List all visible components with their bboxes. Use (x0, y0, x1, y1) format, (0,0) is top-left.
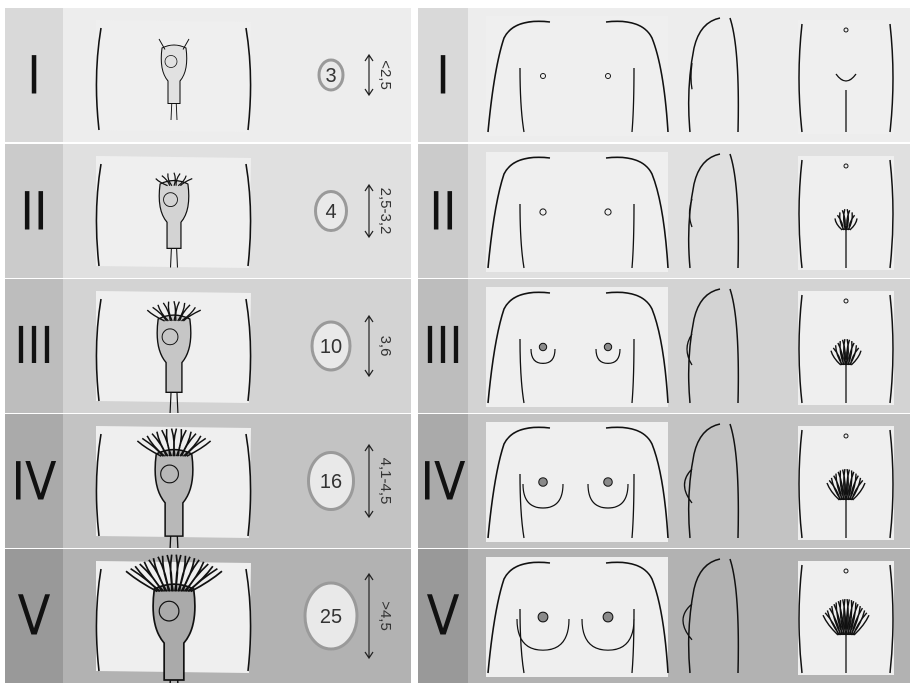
male-stage-row: V 25 >4,5 (5, 549, 411, 683)
testis-volume-value: 25 (320, 606, 342, 628)
stage-numeral: II (5, 144, 63, 278)
male-stage-row: I 3 <2,5 (5, 8, 411, 142)
stage-numeral: V (5, 549, 63, 683)
female-pubic-illustration (782, 144, 910, 278)
male-genital-illustration (63, 414, 285, 548)
testis-volume-value: 10 (320, 336, 342, 358)
male-genital-illustration (63, 279, 285, 413)
testis-measure-cell: 25 >4,5 (285, 549, 411, 683)
breast-front-illustration (468, 8, 782, 142)
testis-volume-value: 4 (325, 201, 336, 223)
stage-numeral: II (418, 144, 468, 278)
male-stage-row: II 4 2,5-3,2 (5, 144, 411, 278)
stage-numeral-text: I (27, 44, 41, 106)
testis-measure-graphic: 4 2,5-3,2 (285, 144, 411, 278)
areola (539, 343, 546, 350)
male-genital-cell (63, 414, 285, 548)
breast-cell (468, 549, 782, 683)
female-pubic-cell (782, 279, 910, 413)
areola (604, 478, 613, 487)
length-arrow (365, 185, 373, 237)
female-stage-row: I (418, 8, 910, 142)
female-pubic-illustration (782, 279, 910, 413)
testis-measure-graphic: 3 <2,5 (285, 8, 411, 142)
breast-cell (468, 8, 782, 142)
stage-numeral: IV (5, 414, 63, 548)
length-arrow (365, 55, 373, 95)
length-arrow (365, 445, 373, 517)
female-stage-row: V (418, 549, 910, 683)
areola (604, 343, 611, 350)
testis-measure-graphic: 103,6 (285, 279, 411, 413)
length-arrow (365, 316, 373, 376)
breast-side-illustration (683, 559, 738, 673)
breast-front-illustration (468, 549, 782, 683)
testis-length-value: <2,5 (377, 60, 394, 90)
testis-measure-cell: 16 4,1-4,5 (285, 414, 411, 548)
testis-measure-cell: 4 2,5-3,2 (285, 144, 411, 278)
testis-length-value: >4,5 (377, 601, 394, 631)
stage-numeral: I (5, 8, 63, 142)
breast-cell (468, 414, 782, 548)
breast-front-illustration (468, 144, 782, 278)
stage-numeral: V (418, 549, 468, 683)
areola (539, 478, 548, 487)
testis-length-value: 2,5-3,2 (377, 188, 394, 235)
male-genital-illustration (63, 144, 285, 278)
testis-volume-value: 3 (325, 65, 336, 87)
female-pubic-cell (782, 414, 910, 548)
stage-numeral: III (5, 279, 63, 413)
stage-numeral-text: II (20, 180, 47, 242)
stage-numeral-text: V (18, 584, 51, 648)
female-stage-row: IV (418, 414, 910, 548)
female-pubic-cell (782, 549, 910, 683)
stage-numeral-text: III (15, 317, 54, 376)
length-arrow (365, 574, 373, 658)
female-pubic-illustration (782, 414, 910, 548)
female-pubic-cell (782, 8, 910, 142)
breast-side-illustration (689, 18, 739, 132)
testis-volume-value: 16 (320, 471, 342, 493)
male-genital-cell (63, 8, 285, 142)
breast-side-illustration (687, 289, 738, 403)
breast-side-illustration (689, 154, 739, 268)
stage-numeral-text: III (424, 317, 463, 376)
breast-front-illustration (468, 414, 782, 548)
stage-numeral-text: IV (11, 450, 56, 512)
testis-measure-graphic: 25 >4,5 (285, 549, 411, 683)
stage-numeral-text: V (427, 584, 460, 648)
breast-side-illustration (685, 424, 739, 538)
stage-numeral-text: I (436, 44, 450, 106)
male-genital-cell (63, 279, 285, 413)
female-stage-row: II (418, 144, 910, 278)
testis-length-value: 3,6 (377, 336, 394, 357)
breast-front-illustration (468, 279, 782, 413)
areola (538, 612, 548, 622)
stage-numeral: III (418, 279, 468, 413)
male-genital-cell (63, 144, 285, 278)
female-pubic-illustration (782, 549, 910, 683)
testis-measure-graphic: 16 4,1-4,5 (285, 414, 411, 548)
male-genital-cell (63, 549, 285, 683)
female-pubic-illustration (782, 8, 910, 142)
stage-numeral-text: IV (420, 450, 465, 512)
female-stage-row: III (418, 279, 910, 413)
male-stage-row: IV 16 4,1-4,5 (5, 414, 411, 548)
breast-cell (468, 144, 782, 278)
stage-numeral: I (418, 8, 468, 142)
breast-cell (468, 279, 782, 413)
stage-numeral: IV (418, 414, 468, 548)
male-genital-illustration (63, 549, 285, 683)
female-pubic-cell (782, 144, 910, 278)
testis-length-value: 4,1-4,5 (377, 458, 394, 505)
areola (603, 612, 613, 622)
testis-measure-cell: 3 <2,5 (285, 8, 411, 142)
male-genital-illustration (63, 8, 285, 142)
stage-numeral-text: II (429, 180, 456, 242)
